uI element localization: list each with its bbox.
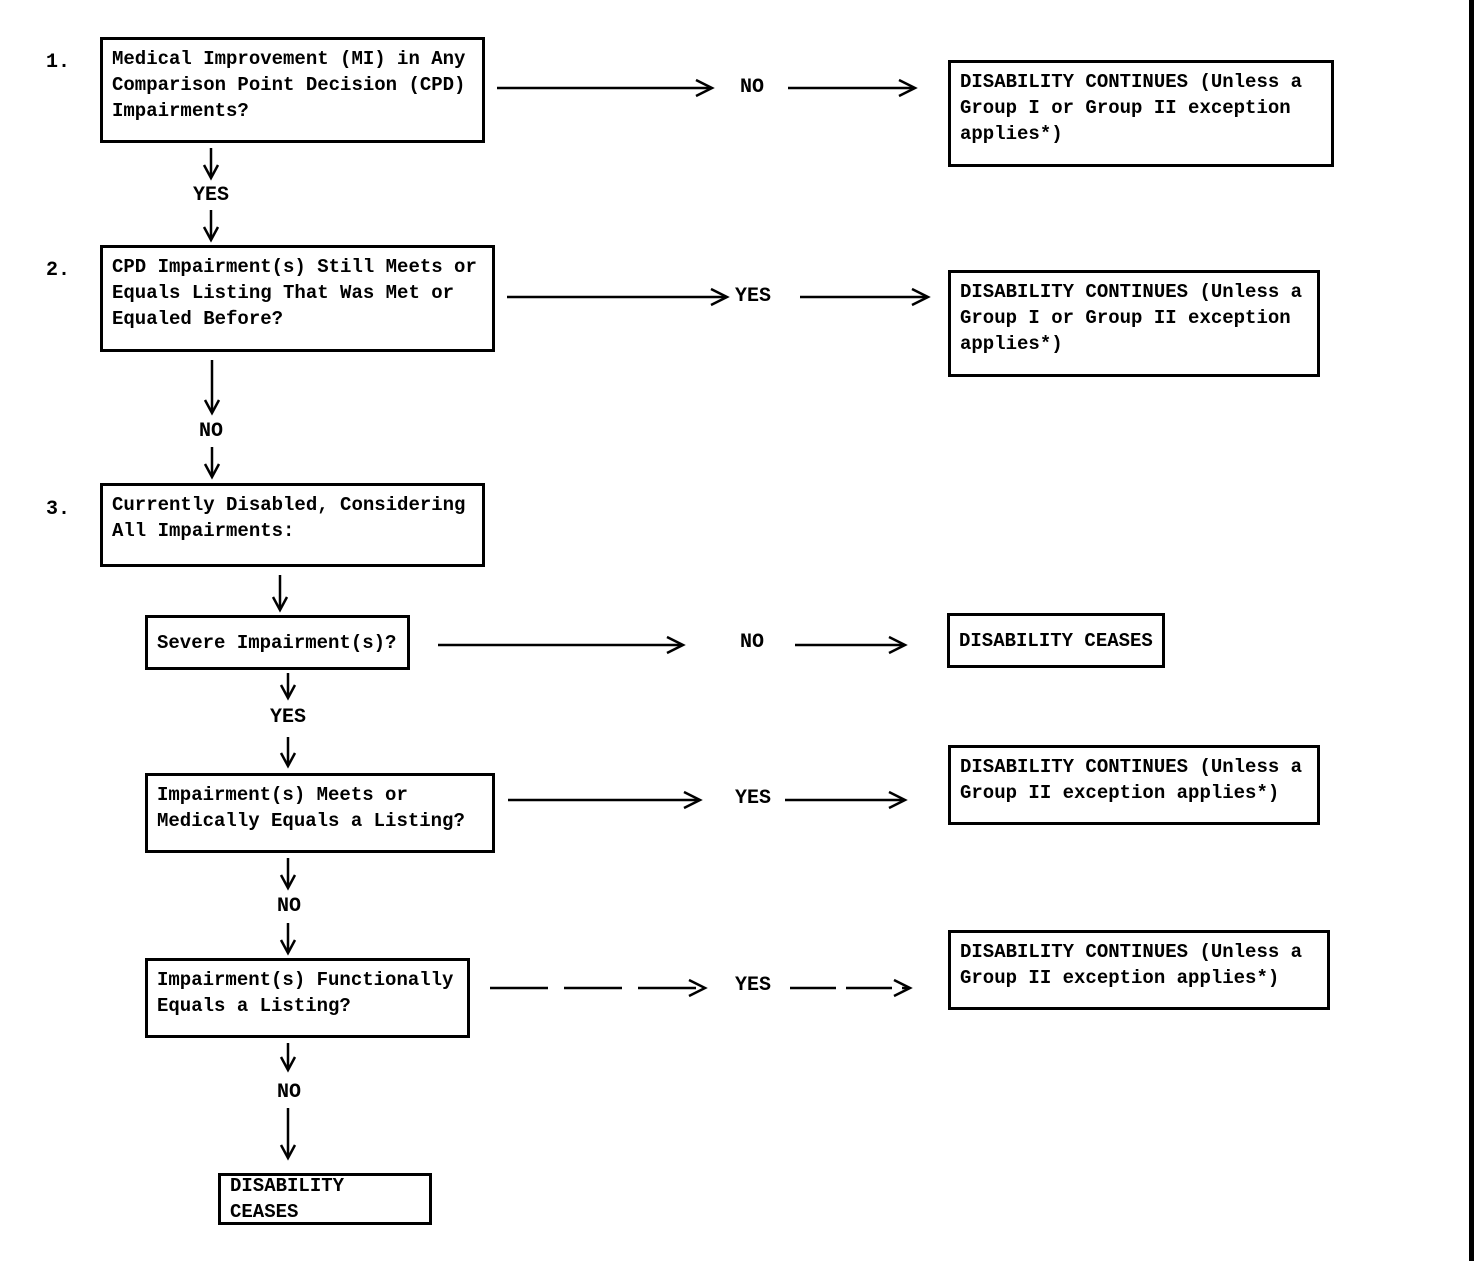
edge-label-q2-yes: YES [735,285,772,308]
node-disability-continues-group1-2-a: DISABILITY CONTINUES (Unless a Group I o… [948,60,1334,167]
arrow-meets-to-yes [508,790,908,810]
node-meets-medically-equals-listing: Impairment(s) Meets or Medically Equals … [145,773,495,853]
edge-label-q2-no: NO [199,420,224,443]
node-disability-ceases-bottom: DISABILITY CEASES [218,1173,432,1225]
edge-label-meets-yes: YES [735,787,772,810]
node-disability-continues-group2-a: DISABILITY CONTINUES (Unless a Group II … [948,745,1320,825]
step-number-2: 2. [46,259,71,282]
scan-edge-line [1469,0,1474,1261]
edge-label-functional-no: NO [277,1081,302,1104]
node-cpd-still-meets-listing: CPD Impairment(s) Still Meets or Equals … [100,245,495,352]
arrow-meets-down-no [279,858,297,956]
arrow-q2-down-no [203,360,221,480]
step-number-1: 1. [46,51,71,74]
arrow-functional-down-no [279,1043,297,1161]
node-disability-ceases-severe: DISABILITY CEASES [947,613,1165,668]
node-medical-improvement: Medical Improvement (MI) in Any Comparis… [100,37,485,143]
edge-label-severe-no: NO [740,631,765,654]
edge-label-severe-yes: YES [270,706,307,729]
node-currently-disabled: Currently Disabled, Considering All Impa… [100,483,485,567]
arrow-q2-to-yes [507,287,931,307]
edge-label-q1-yes: YES [193,184,230,207]
arrow-q1-down-yes [202,148,220,243]
arrow-severe-down-yes [279,673,297,769]
arrow-q1-to-no [497,78,918,98]
edge-label-q1-no: NO [740,76,765,99]
node-functionally-equals-listing: Impairment(s) Functionally Equals a List… [145,958,470,1038]
arrow-q3-down [271,575,289,613]
node-disability-continues-group2-b: DISABILITY CONTINUES (Unless a Group II … [948,930,1330,1010]
arrow-functional-to-yes [490,978,913,998]
edge-label-functional-yes: YES [735,974,772,997]
node-disability-continues-group1-2-b: DISABILITY CONTINUES (Unless a Group I o… [948,270,1320,377]
edge-label-meets-no: NO [277,895,302,918]
arrow-severe-to-no [438,635,908,655]
step-number-3: 3. [46,498,71,521]
node-severe-impairments: Severe Impairment(s)? [145,615,410,670]
